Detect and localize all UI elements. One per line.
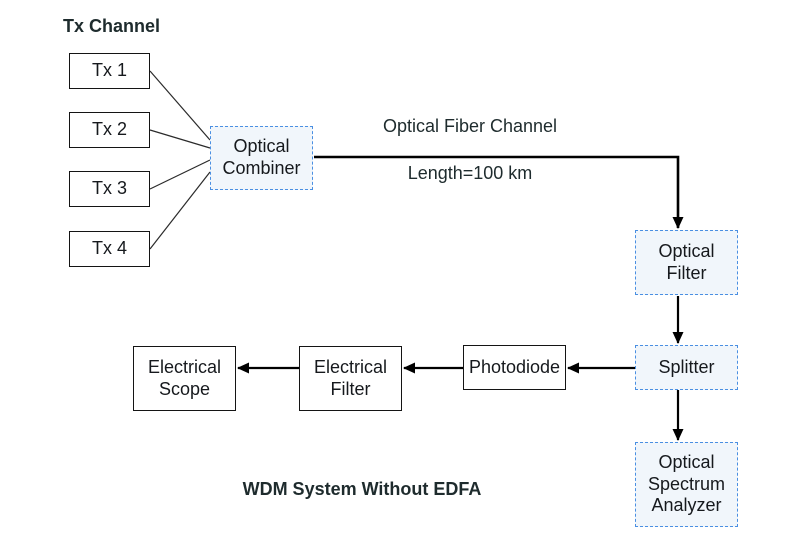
tx-fanin-lines (149, 70, 211, 250)
line-tx4-combiner (149, 171, 211, 250)
node-optical-spectrum-analyzer: Optical Spectrum Analyzer (635, 442, 738, 527)
node-tx4: Tx 4 (69, 231, 150, 267)
node-optical-combiner: Optical Combiner (210, 126, 313, 190)
fiber-channel-label: Optical Fiber Channel (382, 116, 558, 136)
tx-channel-heading: Tx Channel (63, 16, 161, 36)
line-tx1-combiner (149, 70, 211, 141)
line-tx2-combiner (149, 129, 211, 149)
node-splitter: Splitter (635, 345, 738, 390)
diagram-caption: WDM System Without EDFA (242, 479, 482, 499)
line-tx3-combiner (149, 159, 211, 190)
node-photodiode: Photodiode (463, 345, 566, 390)
node-optical-filter: Optical Filter (635, 230, 738, 295)
node-tx1: Tx 1 (69, 53, 150, 89)
node-electrical-scope: Electrical Scope (133, 346, 236, 411)
fiber-length-label: Length=100 km (407, 163, 533, 183)
node-electrical-filter: Electrical Filter (299, 346, 402, 411)
node-tx3: Tx 3 (69, 171, 150, 207)
node-tx2: Tx 2 (69, 112, 150, 148)
